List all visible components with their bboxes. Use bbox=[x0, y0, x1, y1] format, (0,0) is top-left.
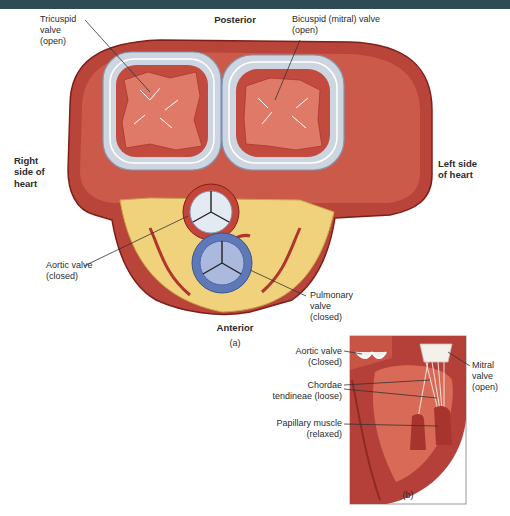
aortic-valve bbox=[190, 191, 232, 233]
leader-lines bbox=[344, 351, 470, 426]
orientation-label: Left side of heart bbox=[438, 158, 483, 181]
chordae bbox=[134, 88, 178, 128]
myocardium bbox=[80, 52, 420, 203]
mitral-annulus bbox=[222, 55, 344, 170]
leader-lines bbox=[84, 20, 306, 296]
part-label: Bicuspid (mitral) valve (open) bbox=[292, 14, 404, 36]
orientation-label: Anterior bbox=[195, 322, 275, 333]
coronary-vessel bbox=[150, 228, 300, 295]
panel-label: (b) bbox=[393, 490, 423, 501]
mitral-leaflets bbox=[244, 78, 322, 150]
chordae bbox=[258, 98, 308, 128]
part-label: Aortic valve (closed) bbox=[46, 260, 94, 282]
part-label: Chordae tendineae (loose) bbox=[270, 380, 342, 402]
tricuspid-opening bbox=[116, 65, 208, 157]
heart-section bbox=[350, 336, 466, 504]
part-label: Papillary muscle (relaxed) bbox=[270, 418, 342, 440]
mitral-opening bbox=[236, 69, 330, 157]
annulus-edge bbox=[110, 59, 214, 163]
aortic-wall bbox=[183, 184, 239, 240]
part-label: Pulmonary valve (closed) bbox=[310, 290, 364, 322]
part-label: Tricuspid valve (open) bbox=[40, 14, 86, 46]
valve-cusp-line bbox=[203, 241, 241, 274]
panel-label: (a) bbox=[215, 338, 255, 349]
orientation-label: Posterior bbox=[195, 14, 275, 25]
annulus-edge bbox=[229, 62, 337, 163]
orientation-label: Right side of heart bbox=[14, 155, 59, 189]
inset-frame bbox=[350, 336, 466, 504]
header-band bbox=[0, 0, 510, 9]
tricuspid-annulus bbox=[103, 52, 221, 170]
valve-cusp-line bbox=[193, 191, 229, 222]
pulmonary-valve bbox=[200, 241, 244, 285]
heart-outline bbox=[68, 40, 432, 314]
pulmonary-wall bbox=[192, 233, 252, 293]
tricuspid-leaflets bbox=[122, 72, 202, 150]
part-label: Aortic valve (Closed) bbox=[270, 346, 342, 368]
part-label: Mitral valve (open) bbox=[472, 360, 506, 392]
